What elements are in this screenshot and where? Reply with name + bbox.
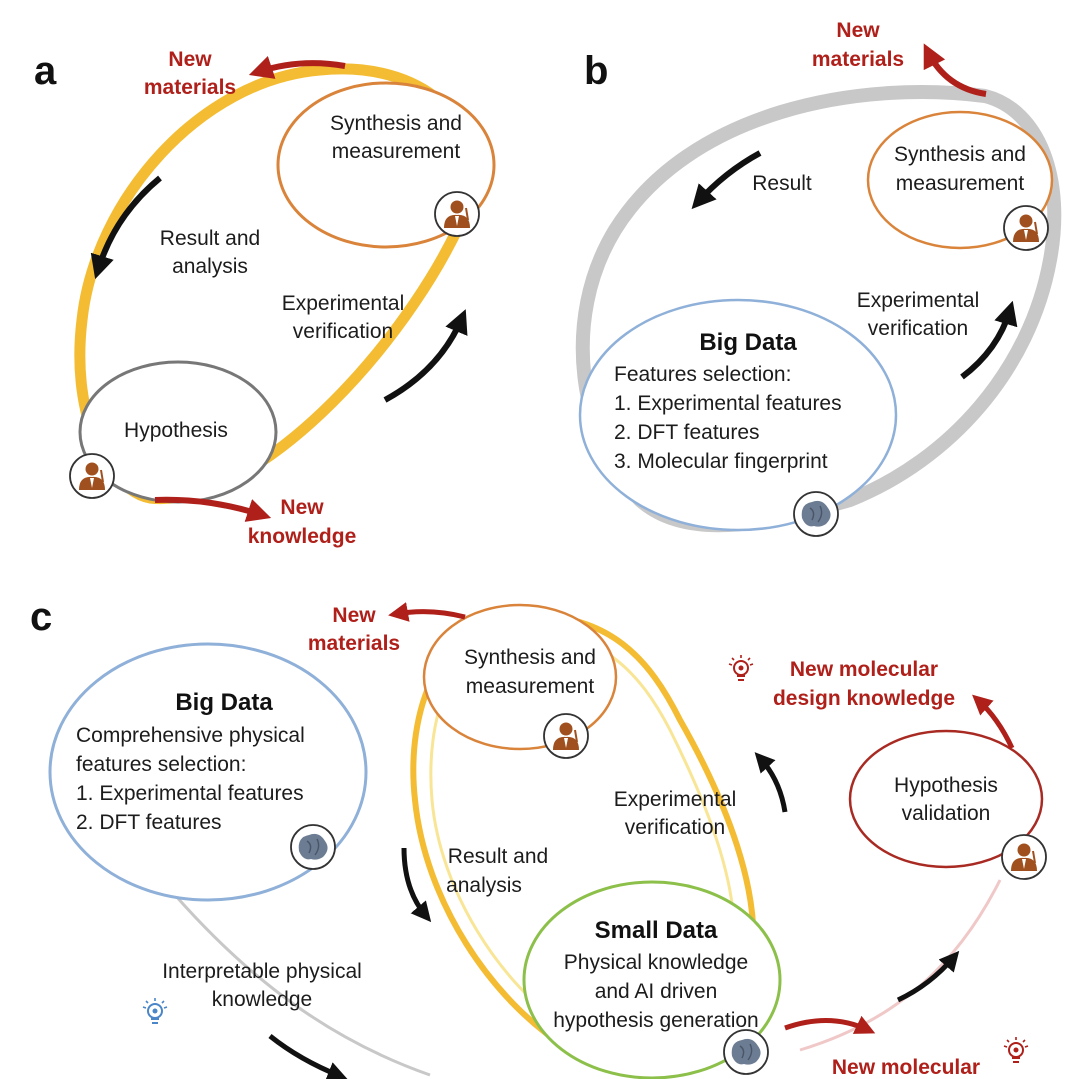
lightbulb-icon xyxy=(142,998,168,1024)
arrow-icon xyxy=(784,1015,876,1034)
arrow-icon xyxy=(896,950,960,1003)
panel-c-hypothesis-validation-line2: validation xyxy=(902,802,991,825)
panel-b-result: Result xyxy=(752,172,812,195)
panel-c-big-data-line: features selection: xyxy=(76,753,246,776)
panel-c-new-materials-line1: New xyxy=(332,604,376,627)
arrow-icon xyxy=(972,694,1015,750)
panel-b-feature-line: 1. Experimental features xyxy=(614,392,842,415)
arrow-icon xyxy=(401,847,432,923)
panel-c-label: c xyxy=(30,595,52,639)
panel-a-new-materials-line1: New xyxy=(168,48,212,71)
panel-a-new-materials-line2: materials xyxy=(144,76,236,99)
scientist-icon xyxy=(543,713,589,759)
arrow-icon xyxy=(923,43,987,97)
panel-b: b Synthesis and measurement Big Data Fea… xyxy=(575,19,1062,537)
brain-icon xyxy=(723,1029,769,1075)
panel-c-big-data-title: Big Data xyxy=(175,689,273,716)
brain-icon xyxy=(793,491,839,537)
panel-b-feature-line: 2. DFT features xyxy=(614,421,760,444)
panel-c-synthesis-node xyxy=(422,603,618,751)
arrow-icon xyxy=(383,309,468,403)
panel-c-interpretable-line1: Interpretable physical xyxy=(162,960,362,983)
panel-a-result-line2: analysis xyxy=(172,255,248,278)
arrow-icon xyxy=(754,752,788,813)
panel-b-new-materials-line1: New xyxy=(836,19,880,42)
scientist-icon xyxy=(1003,205,1049,251)
panel-a-synthesis-line1: Synthesis and xyxy=(330,112,462,135)
panel-b-feature-line: 3. Molecular fingerprint xyxy=(614,450,828,473)
panel-b-experimental-line1: Experimental xyxy=(857,289,980,312)
brain-icon xyxy=(290,824,336,870)
arrow-icon xyxy=(960,300,1018,380)
lightbulb-icon xyxy=(728,655,754,681)
arrow-icon xyxy=(154,496,272,522)
panel-b-synthesis-node xyxy=(866,110,1054,250)
panel-c-big-data-line: 1. Experimental features xyxy=(76,782,304,805)
panel-c-link-line xyxy=(799,879,1002,1052)
panel-c-small-data-title: Small Data xyxy=(595,917,718,944)
panel-c-big-data-line: Comprehensive physical xyxy=(76,724,305,747)
panel-c-result-line2: analysis xyxy=(446,874,522,897)
arrow-icon xyxy=(388,602,466,622)
panel-b-synthesis-line2: measurement xyxy=(896,172,1025,195)
panel-c-experimental-line2: verification xyxy=(625,816,725,839)
panel-a-label: a xyxy=(34,49,57,93)
panel-a: a Synthesis and measurement Hypothesis R… xyxy=(34,48,496,548)
panel-a-result-line1: Result and xyxy=(160,227,260,250)
panel-c-experimental-line1: Experimental xyxy=(614,788,737,811)
arrow-icon xyxy=(90,175,162,280)
panel-c-new-molecular-bottom: New molecular xyxy=(832,1056,980,1079)
panel-a-experimental-line1: Experimental xyxy=(282,292,405,315)
panel-c-small-data-line: Physical knowledge xyxy=(564,951,748,974)
panel-b-experimental-line2: verification xyxy=(868,317,968,340)
panel-b-feature-line: Features selection: xyxy=(614,363,791,386)
scientist-icon xyxy=(1001,834,1047,880)
lightbulb-icon xyxy=(1003,1037,1029,1063)
panel-b-synthesis-line1: Synthesis and xyxy=(894,143,1026,166)
panel-b-big-data-node xyxy=(578,298,898,532)
arrow-icon xyxy=(691,150,762,210)
panel-b-label: b xyxy=(584,49,608,93)
scientist-icon xyxy=(434,191,480,237)
panel-c-hypothesis-validation-node xyxy=(848,729,1044,869)
arrow-icon xyxy=(268,1034,348,1079)
panel-c-synthesis-line2: measurement xyxy=(466,675,595,698)
panel-c-big-data-line: 2. DFT features xyxy=(76,811,222,834)
panel-a-new-knowledge-line2: knowledge xyxy=(248,525,357,548)
scientist-icon xyxy=(69,453,115,499)
panel-c-result-line1: Result and xyxy=(448,845,548,868)
panel-c-interpretable-line2: knowledge xyxy=(212,988,312,1011)
panel-c-new-design-line1: New molecular xyxy=(790,658,938,681)
panel-c: c Big Data Comprehensive physical featur… xyxy=(30,595,1047,1079)
panel-c-synthesis-line1: Synthesis and xyxy=(464,646,596,669)
panel-a-hypothesis-text: Hypothesis xyxy=(124,419,228,442)
panel-c-hypothesis-validation-line1: Hypothesis xyxy=(894,774,998,797)
panel-c-small-data-line: and AI driven xyxy=(595,980,718,1003)
arrow-icon xyxy=(248,56,346,79)
panel-a-experimental-line2: verification xyxy=(293,320,393,343)
panel-a-new-knowledge-line1: New xyxy=(280,496,324,519)
panel-b-new-materials-line2: materials xyxy=(812,48,904,71)
panel-c-new-materials-line2: materials xyxy=(308,632,400,655)
panel-c-small-data-node xyxy=(522,880,782,1079)
panel-a-synthesis-line2: measurement xyxy=(332,140,461,163)
panel-c-new-design-line2: design knowledge xyxy=(773,687,955,710)
panel-c-link-line xyxy=(173,894,431,1077)
panel-c-small-data-line: hypothesis generation xyxy=(553,1009,758,1032)
panel-c-big-data-node xyxy=(48,642,368,902)
panel-b-big-data-title: Big Data xyxy=(699,329,797,356)
